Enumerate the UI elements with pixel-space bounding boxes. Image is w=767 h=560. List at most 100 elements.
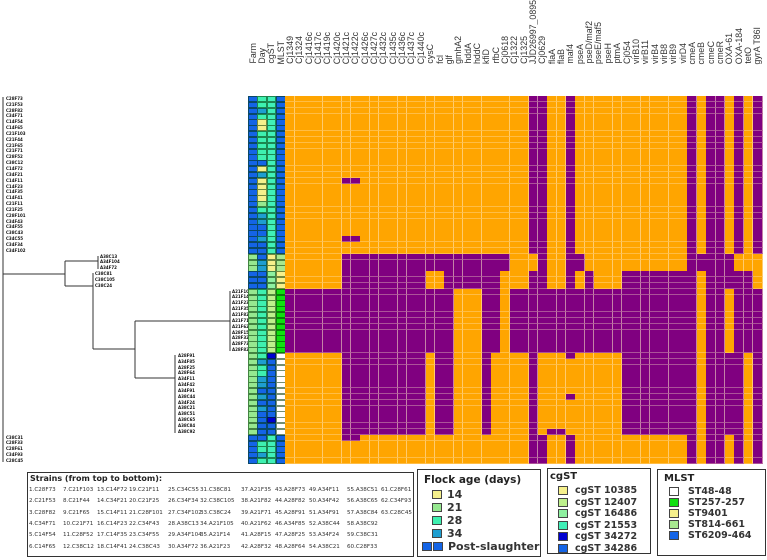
heatmap-cell [696,125,707,132]
heatmap-cell [715,101,726,109]
heatmap-cell [734,125,744,132]
heatmap-cell [500,101,511,109]
leaf-label: C28F73 [6,95,23,101]
heatmap-cell [463,125,473,132]
heatmap-cell [481,458,492,465]
heatmap-cell [463,96,473,103]
heatmap-cell [603,458,614,465]
heatmap-cell [668,96,679,103]
leaf-label: A34F104 [100,259,120,265]
heatmap-cell [285,101,296,109]
color-swatch [558,543,568,553]
heatmap-cell [743,125,754,132]
strain-entry: 59.C38C31 [347,532,378,539]
cgst-cell [266,107,277,114]
heatmap-cell [687,96,698,103]
heatmap-cell [285,113,296,120]
color-swatch [433,542,443,551]
heatmap-cell [435,113,445,120]
leaf-label: C34F93 [6,452,23,458]
heatmap-cell [584,113,595,120]
strain-entry: 48.A28F64 [275,543,306,550]
heatmap-cell [603,125,614,132]
color-swatch [669,487,679,496]
heatmap-cell [678,458,688,465]
strain-entry: 6.C14F65 [29,543,56,550]
heatmap-cell [304,458,314,465]
heatmap-cell [603,107,614,114]
heatmap-cell [631,125,642,132]
heatmap-cell [491,113,501,120]
heatmap-cell [388,107,398,114]
cgst-cell [266,125,277,132]
farm-cell [248,458,258,465]
heatmap-cell [584,119,595,126]
heatmap-cell [322,101,333,109]
heatmap-cell [350,119,361,126]
heatmap-cell [575,131,585,138]
heatmap-cell [332,119,342,126]
heatmap-cell [388,96,398,103]
heatmap-cell [696,119,707,126]
heatmap-cell [575,96,585,103]
heatmap-cell [481,131,492,138]
day-cell [257,131,268,138]
heatmap-cell [388,119,398,126]
heatmap-cell [397,458,408,465]
heatmap-cell [491,96,501,103]
strain-entry: 44.A28F82 [275,498,306,505]
strain-entry: 33.C38C24 [200,509,231,516]
heatmap-cell [640,125,651,132]
heatmap-cell [528,125,539,132]
heatmap-cell [360,125,370,132]
heatmap-cell [631,96,642,103]
heatmap-cell [360,458,370,465]
leaf-label: A21F105 [232,288,252,294]
leaf-label: C28F33 [6,440,23,446]
heatmap-cell [659,107,670,114]
heatmap-cell [565,125,576,132]
heatmap-cell [369,113,380,120]
heatmap-cell [519,125,529,132]
strain-entry: 14.C34F21 [97,498,128,505]
day-cell [257,458,268,465]
color-swatch [432,529,442,538]
heatmap-cell [332,113,342,120]
heatmap-cell [444,458,455,465]
color-swatch [558,486,568,495]
flock-age-label: 21 [447,501,463,514]
heatmap-cell [416,458,427,465]
leaf-label: C21F65 [6,142,23,148]
leaf-label: C34F102 [6,247,26,253]
leaf-label: C14F65 [6,125,23,131]
mlst-cell [276,125,286,132]
heatmap-cell [752,96,763,103]
mlst-cell [276,107,286,114]
strain-entry: 35.A21F14 [200,532,231,539]
heatmap-cell [528,119,539,126]
heatmap-cell [388,131,398,138]
heatmap-cell [724,96,735,103]
heatmap-cell [425,107,436,114]
heatmap-cell [565,107,576,114]
heatmap-cell [425,131,436,138]
strains-legend-title: Strains (from top to bottom): [30,474,163,483]
heatmap-cell [556,107,567,114]
heatmap-cell [444,131,455,138]
cgst-item: cgST 34272 [558,531,637,542]
leaf-label: C21F25 [6,206,23,212]
heatmap-cell [631,107,642,114]
color-swatch [422,542,432,551]
heatmap-cell [528,131,539,138]
heatmap-cell [687,113,698,120]
heatmap-cell [378,107,389,114]
leaf-label: A21F23 [232,300,249,306]
strain-entry: 56.A38C65 [347,498,378,505]
heatmap-cell [341,107,352,114]
heatmap-cell [678,119,688,126]
heatmap-cell [406,131,417,138]
cgst-cell [266,119,277,126]
heatmap-cell [528,113,539,120]
heatmap-cell [472,113,483,120]
heatmap-cell [406,113,417,120]
